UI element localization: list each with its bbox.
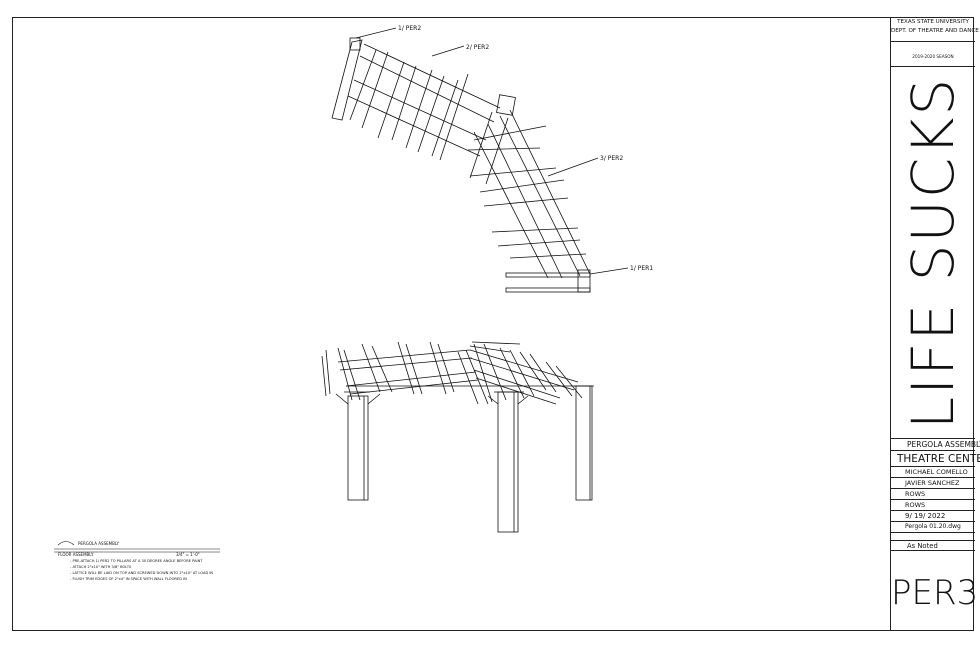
notes-line: - ATTACH 2"x10" WITH 3/8" BOLTS (70, 565, 132, 569)
show-title: LIFE SUCKS (899, 76, 967, 430)
title-block-drafter: JAVIER SANCHEZ (891, 478, 975, 489)
title-block-scale: As Noted (891, 541, 975, 551)
title-block-show: LIFE SUCKS (891, 67, 975, 439)
title-block-plate: PER3 (891, 551, 979, 631)
plan-bottom-plank (505, 269, 591, 293)
file-name: Pergola 01.20.dwg (905, 523, 961, 530)
title-block: TEXAS STATE UNIVERSITY DEPT. OF THEATRE … (890, 17, 980, 631)
field-b-value: ROWS (905, 501, 926, 509)
callout-label-bottom: 1/ PER1 (630, 265, 653, 272)
title-block-school: TEXAS STATE UNIVERSITY DEPT. OF THEATRE … (891, 17, 979, 42)
title-block-blank (891, 533, 975, 541)
school-name: TEXAS STATE UNIVERSITY (897, 19, 969, 25)
title-block-designer: MICHAEL COMELLO (891, 467, 975, 478)
title-block-venue: THEATRE CENTER (891, 451, 980, 467)
plate-number: PER3 (891, 573, 979, 613)
callout-leader-bottom (589, 267, 629, 275)
assembly-notes: PERGOLA ASSEMBLY FLOOR ASSEMBLY 3/4" = 1… (54, 541, 220, 581)
plan-lattice-panel-right (467, 109, 591, 279)
drawing-title: PERGOLA ASSEMBLY (907, 440, 980, 449)
callout-leader-top-mid (431, 45, 465, 57)
plan-lattice-panel-left (331, 37, 516, 161)
venue-name: THEATRE CENTER (897, 453, 980, 465)
notes-line: - LATTICE WILL BE LAID ON TOP AND SCREWE… (70, 571, 213, 575)
title-block-drawing-title: PERGOLA ASSEMBLY (891, 439, 980, 451)
drafter-name: JAVIER SANCHEZ (905, 479, 960, 487)
callout-leader-mid-right (547, 157, 599, 177)
title-block-field-b: ROWS (891, 500, 975, 511)
title-block-field-a: ROWS (891, 489, 975, 500)
notes-line: - FLUSH TRIM EDGES OF 2"x4" IN SPACE WIT… (70, 577, 187, 581)
notes-title: PERGOLA ASSEMBLY (78, 541, 120, 546)
notes-header-left: FLOOR ASSEMBLY (58, 552, 94, 557)
callout-label-top-mid: 2/ PER2 (466, 44, 489, 51)
title-block-season: 2019-2020 SEASON (891, 42, 975, 67)
callout-leader-top-left (355, 27, 397, 39)
season-label: 2019-2020 SEASON (912, 54, 954, 59)
notes-header-right: 3/4" = 1'-0" (176, 552, 200, 557)
sheet-border (12, 17, 974, 631)
title-block-date: 9/ 19/ 2022 (891, 511, 975, 522)
callout-label-mid-right: 3/ PER2 (600, 155, 623, 162)
field-a-value: ROWS (905, 490, 926, 498)
notes-line: - PRE-ATTACH 1/ PER2 TO PILLARS AT A 30 … (70, 559, 203, 563)
title-block-file: Pergola 01.20.dwg (891, 522, 975, 533)
date-value: 9/ 19/ 2022 (905, 512, 946, 520)
designer-name: MICHAEL COMELLO (905, 468, 968, 476)
scale-value: As Noted (907, 542, 938, 550)
department-name: DEPT. OF THEATRE AND DANCE (891, 28, 979, 34)
elevation-pergola (321, 341, 594, 533)
callout-label-top-left: 1/ PER2 (398, 25, 421, 32)
